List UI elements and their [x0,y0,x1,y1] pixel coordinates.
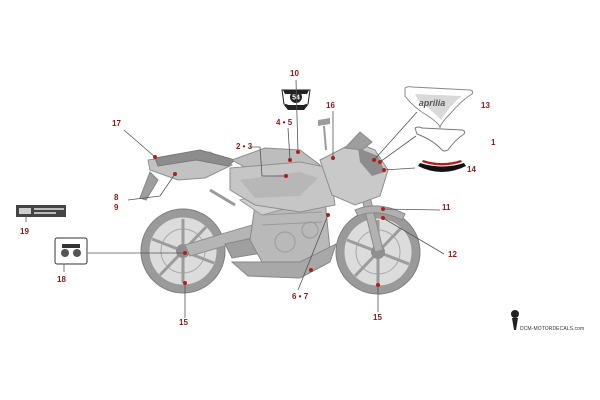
callout-19: 19 [20,227,29,236]
tire-pressure-decal [54,237,88,265]
callout-8: 8 [114,193,119,202]
leader-lines [25,79,445,318]
rear-wheel [140,208,226,294]
plate-holder [139,171,159,201]
callout-14: 14 [467,165,476,174]
callout-18: 18 [57,275,66,284]
callout-12: 12 [448,250,457,259]
front-wheel [335,209,421,295]
callout-15-rear: 15 [179,318,188,327]
aprilia-decal-text: aprilia [419,98,446,108]
callout-9: 9 [114,203,119,212]
badge-number-text: 54 [292,95,300,102]
callout-6-7: 6 • 7 [292,292,309,301]
mirror [318,118,330,126]
marker-dots [153,150,386,287]
info-label-decal [16,205,66,217]
callout-13: 13 [481,101,490,110]
windscreen [343,131,373,151]
callout-16: 16 [326,101,335,110]
aprilia-front-decal: aprilia [404,86,474,129]
callout-4-5: 4 • 5 [276,118,293,127]
callout-17: 17 [112,119,121,128]
callout-10: 10 [290,69,299,78]
brand-logo-icon [511,310,519,330]
callout-2-3: 2 • 3 [236,142,253,151]
seat [154,149,237,167]
callout-15-front: 15 [373,313,382,322]
front-outline-decal [414,126,466,152]
watermark-text: DCM-MOTORDECALS.com [520,326,585,332]
callout-11: 11 [442,203,451,212]
callout-1: 1 [491,138,496,147]
motorcycle-illustration [139,118,421,295]
front-stripe-decal [418,160,466,172]
